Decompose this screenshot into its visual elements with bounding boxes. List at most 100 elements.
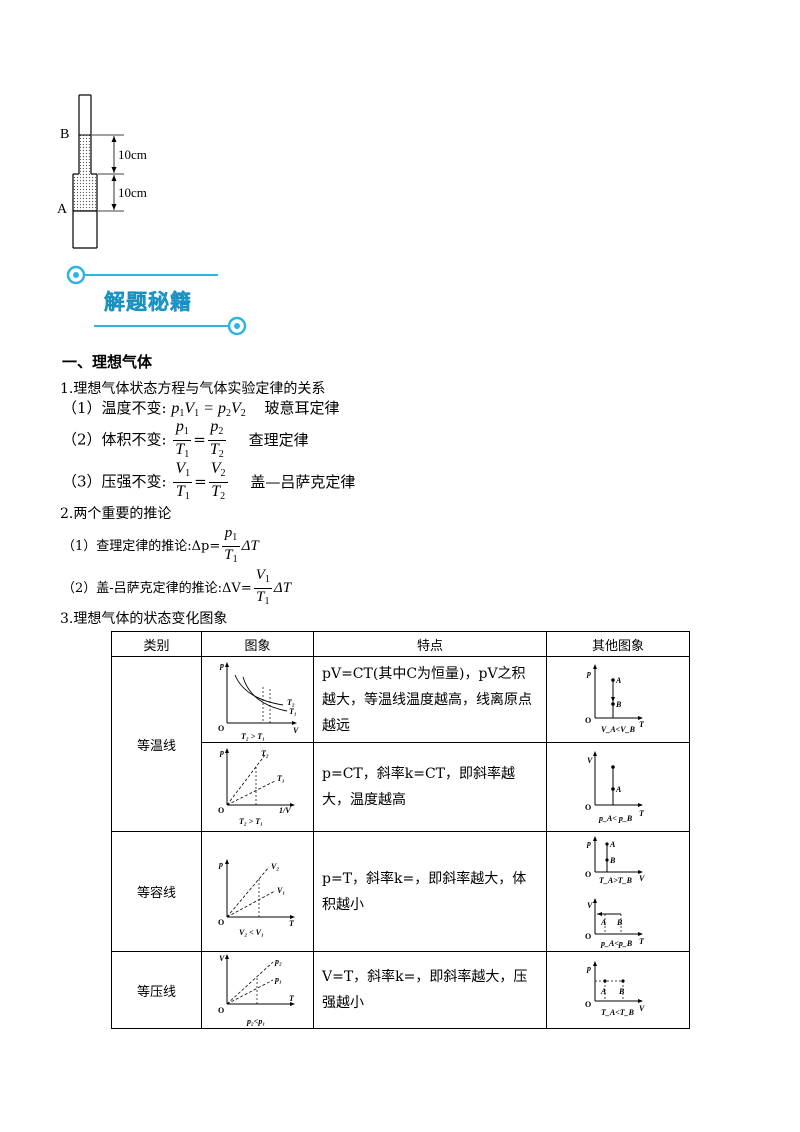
origin-label: O xyxy=(585,932,591,941)
table-row: p 1/V O T₂ T₁ T₂ > T₁ p=CT，斜率k=CT，即斜率越大，… xyxy=(112,742,690,832)
point-label-a: A xyxy=(609,840,616,849)
graph-condition: p₂<p₁ xyxy=(246,1017,265,1026)
table-row: 等压线 V T O p₂ p₁ p₂<p₁ V=T，斜率k=，即斜率越大，压强越… xyxy=(111,951,690,1029)
section-banner: 解题秘籍 xyxy=(64,262,254,338)
axis-label-y: p xyxy=(586,839,591,848)
line-label-t1: T₁ xyxy=(277,774,285,783)
graph-condition: T₂ > T₁ xyxy=(239,817,263,826)
law-boyle: （1）温度不变: p1V1 = p2V2 玻意耳定律 xyxy=(62,398,340,424)
header-other-graphs: 其他图象 xyxy=(546,631,690,657)
paragraph-2: 2.两个重要的推论 xyxy=(60,506,172,522)
table-row: 等容线 p T O V₂ V₁ V₂ < V₁ p=T，斜率k=，即斜率越大，体… xyxy=(111,831,690,952)
dim-lower-label: 10cm xyxy=(118,185,147,200)
axis-label-x: V xyxy=(293,726,299,735)
line-label-p1: p₁ xyxy=(274,975,282,984)
other-graph-isobaric: p V O A B T_A<T_B xyxy=(546,951,690,1029)
line-label-v2: V₂ xyxy=(271,862,279,871)
paragraph-3: 3.理想气体的状态变化图象 xyxy=(60,611,228,627)
feature-text-1: pV=CT(其中C为恒量)，pV之积越大，等温线温度越高，线离原点越远 xyxy=(313,656,547,743)
feature-text-3: p=T，斜率k=，即斜率越大，体积越小 xyxy=(313,831,547,952)
inference-2-tail: ΔT xyxy=(273,580,292,596)
graph-isobaric-vt: V T O p₂ p₁ p₂<p₁ xyxy=(201,951,314,1029)
origin-label: O xyxy=(218,806,224,815)
point-label-b: B xyxy=(616,918,623,927)
point-label-a: A xyxy=(615,785,622,794)
point-label-a: A xyxy=(600,987,607,996)
law-charles-name: 查理定律 xyxy=(248,430,309,449)
origin-label: O xyxy=(218,1006,224,1015)
graph-condition: T_A>T_B xyxy=(599,876,633,885)
header-feature: 特点 xyxy=(313,631,547,657)
other-graph-isothermal-1: p T O A B V_A<V_B xyxy=(546,656,690,743)
line-label-v1: V₁ xyxy=(277,886,285,895)
origin-label: O xyxy=(585,803,591,812)
tube-figure: B A 10cm 10cm xyxy=(52,92,162,252)
inference-2-label: （2）盖-吕萨克定律的推论:ΔV= xyxy=(62,581,252,596)
table-header-row: 类别 图象 特点 其他图象 xyxy=(111,631,690,657)
curve-label-t2: T₂ xyxy=(287,698,295,707)
graph-condition: V_A<V_B xyxy=(601,725,636,734)
axis-label-x: T xyxy=(639,720,645,729)
category-isochoric: 等容线 xyxy=(111,831,202,952)
axis-label-y: p xyxy=(219,748,224,757)
feature-text-2: p=CT，斜率k=CT，即斜率越大，温度越高 xyxy=(313,742,547,832)
axis-label-x: V xyxy=(639,1004,645,1013)
table-row: 等温线 p V O T₂ T₁ T₂ > T₁ pV=CT(其中C为恒量)，pV… xyxy=(111,656,690,832)
graph-condition: p_A<p_B xyxy=(600,939,633,948)
axis-label-x: T xyxy=(289,994,295,1003)
point-label-a: A xyxy=(600,918,607,927)
origin-label: O xyxy=(218,724,224,733)
origin-label: O xyxy=(585,716,591,725)
feature-text-4: V=T，斜率k=，即斜率越大，压强越小 xyxy=(313,951,547,1029)
law-boyle-label: （1）温度不变: xyxy=(62,399,167,417)
origin-label: O xyxy=(585,870,591,879)
banner-title: 解题秘籍 xyxy=(104,290,192,314)
graph-condition: p_A< p_B xyxy=(598,814,633,823)
other-graph-isochoric: p V O A B T_A>T_B V T O A B p_A<p_B xyxy=(546,831,690,952)
axis-label-x: T xyxy=(639,809,645,818)
law-gay-lussac-label: （3）压强不变: xyxy=(62,472,167,491)
origin-label: O xyxy=(218,918,224,927)
law-charles-label: （2）体积不变: xyxy=(62,430,167,449)
section-heading: 一、理想气体 xyxy=(62,353,153,371)
curve-label-t1: T₁ xyxy=(289,707,297,716)
point-label-a: A xyxy=(615,676,622,685)
label-b: B xyxy=(60,127,70,142)
category-isothermal: 等温线 xyxy=(111,656,202,832)
inference-1-tail: ΔT xyxy=(241,538,259,554)
line-label-p2: p₂ xyxy=(274,957,282,966)
axis-label-y: p xyxy=(586,964,591,973)
axis-label-y: V xyxy=(587,901,593,910)
graph-condition: T₂ > T₁ xyxy=(241,732,265,741)
graph-isothermal-p-inv-v: p 1/V O T₂ T₁ T₂ > T₁ xyxy=(201,742,314,832)
origin-label: O xyxy=(585,1000,591,1009)
point-label-b: B xyxy=(609,856,616,865)
axis-label-x: T xyxy=(289,919,295,928)
axis-label-y: V xyxy=(587,756,593,765)
law-boyle-eq: p1V1 = p2V2 xyxy=(171,400,246,419)
point-label-b: B xyxy=(615,700,622,709)
banner-decoration xyxy=(66,265,247,336)
graph-isochoric-pt: p T O V₂ V₁ V₂ < V₁ xyxy=(201,831,314,952)
axis-label-x: 1/V xyxy=(279,806,291,815)
category-isobaric: 等压线 xyxy=(111,951,202,1029)
graph-condition: V₂ < V₁ xyxy=(239,928,264,937)
other-graph-isothermal-2: V T O A p_A< p_B xyxy=(546,742,690,832)
graph-isothermal-pv: p V O T₂ T₁ T₂ > T₁ xyxy=(201,656,314,743)
axis-label-y: p xyxy=(219,661,224,670)
point-label-b: B xyxy=(618,987,625,996)
gas-graph-table: 类别 图象 特点 其他图象 等温线 p V O T₂ T₁ T₂ > T₁ pV… xyxy=(111,631,690,1029)
header-graph: 图象 xyxy=(201,631,314,657)
law-boyle-name: 玻意耳定律 xyxy=(264,399,340,417)
header-category: 类别 xyxy=(111,631,202,657)
law-gay-lussac-name: 盖—吕萨克定律 xyxy=(250,472,356,491)
label-a: A xyxy=(57,202,68,217)
